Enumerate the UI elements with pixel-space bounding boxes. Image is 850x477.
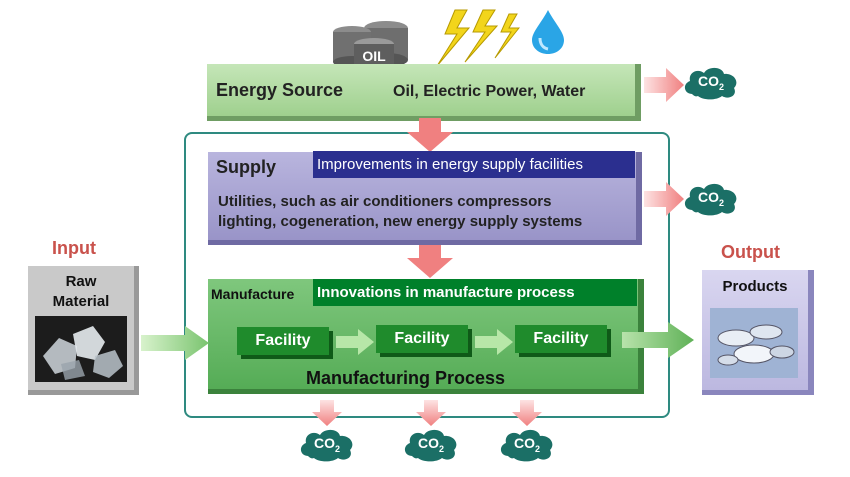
arrow-facility-3-to-co2 (512, 400, 542, 426)
co2-subscript: 2 (438, 443, 444, 454)
supply-line-2: lighting, cogeneration, new energy suppl… (218, 213, 583, 230)
supply-banner: Improvements in energy supply facilities (313, 151, 635, 178)
arrow-facility-2-to-co2 (416, 400, 446, 426)
products-label: Products (722, 278, 788, 295)
manufacture-banner: Innovations in manufacture process (313, 279, 637, 306)
co2-cloud-facility-3: CO2 (498, 426, 556, 462)
products-lenses-image (710, 308, 798, 378)
co2-subscript: 2 (718, 81, 724, 92)
raw-material-line-2: Material (52, 293, 110, 310)
co2-cloud-supply: CO2 (682, 180, 740, 216)
supply-line-1: Utilities, such as air conditioners comp… (218, 193, 552, 210)
oil-label: OIL (362, 48, 386, 64)
co2-label: CO (417, 435, 439, 451)
output-label: Output (721, 242, 780, 262)
co2-label: CO (313, 435, 335, 451)
facility-2: Facility (376, 325, 468, 353)
raw-material-crystals-image (35, 316, 127, 382)
arrow-facility-2-to-3 (475, 329, 513, 355)
co2-cloud-energy: CO2 (682, 64, 740, 100)
co2-subscript: 2 (334, 443, 340, 454)
arrow-energy-to-supply (407, 118, 453, 152)
facility-1: Facility (237, 327, 329, 355)
co2-label: CO (697, 73, 719, 89)
arrow-energy-to-co2 (644, 68, 684, 102)
arrow-manufacture-to-output (622, 322, 694, 358)
manufacture-title: Manufacture (211, 286, 295, 302)
arrow-facility-1-to-2 (336, 329, 374, 355)
co2-cloud-facility-1: CO2 (298, 426, 356, 462)
co2-cloud-facility-2: CO2 (402, 426, 460, 462)
co2-subscript: 2 (718, 197, 724, 208)
energy-sources-text: Oil, Electric Power, Water (393, 83, 586, 100)
arrow-input-to-manufacture (141, 326, 209, 360)
co2-label: CO (513, 435, 535, 451)
arrow-supply-to-manufacture (407, 244, 453, 278)
water-drop-icon (532, 10, 564, 54)
energy-source-title: Energy Source (216, 80, 344, 100)
arrow-facility-1-to-co2 (312, 400, 342, 426)
co2-label: CO (697, 189, 719, 205)
lightning-icon (436, 9, 520, 67)
input-label: Input (52, 238, 96, 258)
supply-title: Supply (216, 157, 277, 177)
raw-material-line-1: Raw (65, 273, 97, 290)
energy-source-box (207, 64, 641, 121)
facility-3: Facility (515, 325, 607, 353)
arrow-supply-to-co2 (644, 182, 684, 216)
manufacturing-process-label: Manufacturing Process (306, 368, 506, 388)
co2-subscript: 2 (534, 443, 540, 454)
